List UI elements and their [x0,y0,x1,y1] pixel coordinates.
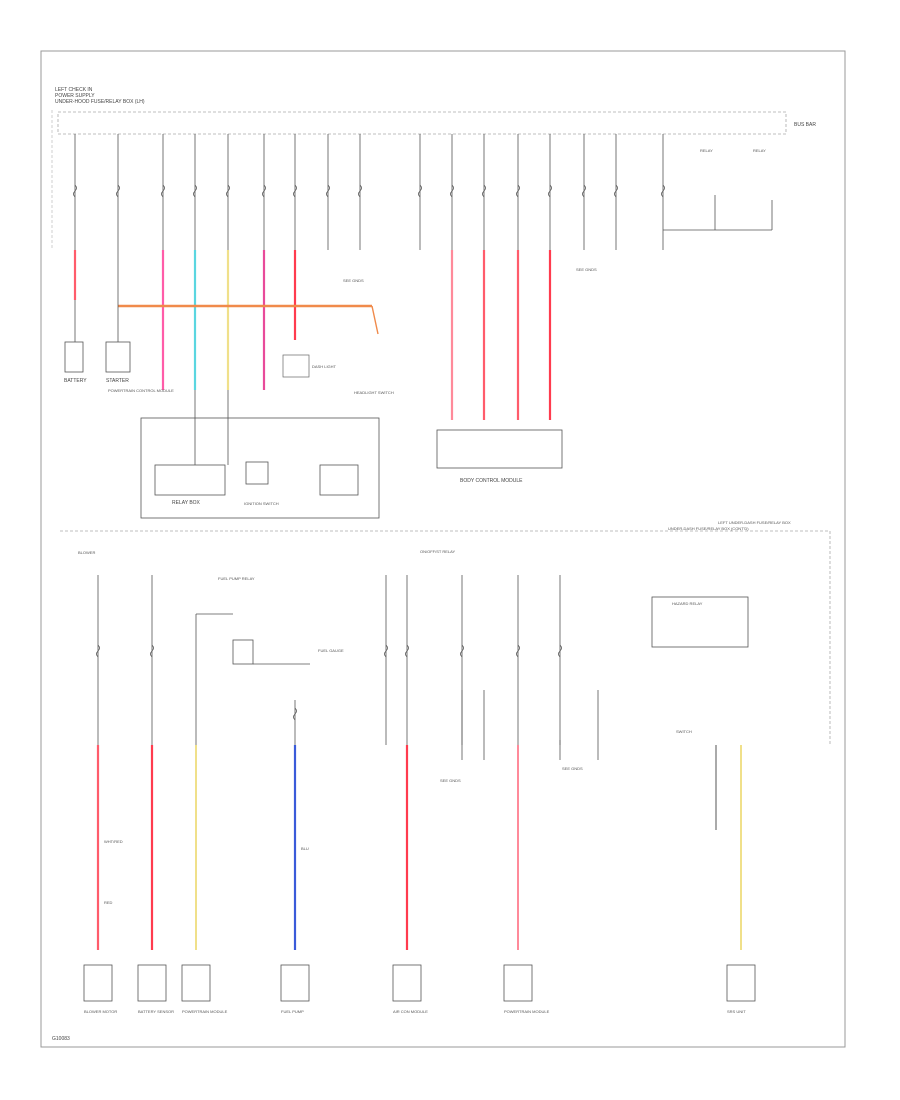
fuse-icon [226,184,230,198]
component-label: FUEL PUMP [281,1009,304,1014]
component-box [392,964,422,1002]
fuse-icon [161,184,165,198]
component-label: SRS UNIT [727,1009,746,1014]
component-box [503,964,533,1002]
component-box [280,964,310,1002]
header-line-3: UNDER-HOOD FUSE/RELAY BOX (LH) [55,99,145,105]
component-label: POWERTRAIN MODULE [182,1009,228,1014]
bus-label-top-right: BUS BAR [794,122,816,128]
wire-color-3: RED [104,900,113,905]
see-grounds-1: SEE GNDS [343,278,364,283]
battery: BATTERY [64,300,87,384]
fuse-icon [516,644,520,658]
dash-light-label: DASH LIGHT [312,364,337,369]
see-grounds-2: SEE GNDS [576,267,597,272]
body-control-module: BODY CONTROL MODULE [436,429,563,484]
header-line-2: POWER SUPPLY [55,93,95,99]
fuse-icon [358,184,362,198]
fuse-icon [614,184,618,198]
ignition-switch-label: IGNITION SWITCH [244,501,279,506]
headlight-switch-label: HEADLIGHT SWITCH [354,390,394,395]
fuse-icon [384,644,388,658]
top-harness [73,250,552,420]
lower-harness [96,745,742,950]
hazard-relay-label: HAZARD RELAY [672,601,703,606]
top-bus-box [57,111,787,135]
starter: STARTER POWERTRAIN CONTROL MODULE [105,250,174,393]
component-box [137,964,167,1002]
header-line-1: LEFT CHECK IN [55,87,93,93]
fuse-icon [482,184,486,198]
component-label: BLOWER MOTOR [84,1009,117,1014]
fuse-icon [516,184,520,198]
relay-box-label: RELAY BOX [172,500,201,506]
component-label: BATTERY SENSOR [138,1009,174,1014]
fuse-icon [96,644,100,658]
fuse-icon [326,184,330,198]
fuse-icon [293,184,297,198]
lower-fuse-feeds [96,575,599,760]
lower-left-title: BLOWER [78,550,95,555]
diagram-frame [40,50,846,1048]
relay-left-label: RELAY [700,148,713,153]
wire-color-1: WHT/RED [104,839,123,844]
fuse-icon [405,644,409,658]
fuse-icon [558,644,562,658]
battery-label: BATTERY [64,378,87,384]
component-label: AIR CON MODULE [393,1009,428,1014]
fuel-relay-box [232,639,254,665]
see-grounds-3: SEE GNDS [440,778,461,783]
fuse-icon [116,184,120,198]
gen-note: POWERTRAIN CONTROL MODULE [108,388,174,393]
fuse-icon [418,184,422,198]
see-grounds-4: SEE GNDS [562,766,583,771]
diode-switch-label: SWITCH [676,729,692,734]
component-box [726,964,756,1002]
lower-bus-label-2: UNDER-DASH FUSE/RELAY BOX (CONT'D) [668,526,749,531]
wire-color-2: BLU [301,846,309,851]
body-control-label: BODY CONTROL MODULE [460,478,523,484]
fuel-level-label: FUEL GAUGE [318,648,344,653]
component-label: POWERTRAIN MODULE [504,1009,550,1014]
relay-right-label: RELAY [753,148,766,153]
fuse-icon [262,184,266,198]
fuse-icon [582,184,586,198]
fuse-icon [293,707,297,721]
fuse-icon [150,644,154,658]
top-fuse-feeds [73,134,665,250]
dash-light-box [282,354,310,378]
relay-enclosure: RELAY BOX IGNITION SWITCH [140,390,380,519]
fuel-relay-label: FUEL PUMP RELAY [218,576,255,581]
fuse-icon [460,644,464,658]
hazard-relay: HAZARD RELAY [651,596,749,648]
fuse-icon [661,184,665,198]
starter-label: STARTER [106,378,129,384]
fuse-icon [548,184,552,198]
fuse-icon [73,184,77,198]
component-box [83,964,113,1002]
lower-bus-label-1: LEFT UNDER-DASH FUSE/RELAY BOX [718,520,791,525]
component-box [181,964,211,1002]
fuse-icon [450,184,454,198]
bottom-components: BLOWER MOTOR BATTERY SENSOR POWERTRAIN MOD… [83,964,756,1014]
footer-code: G10083 [52,1036,70,1042]
fuse-icon [193,184,197,198]
lower-mid-title: ON/OFF/ST RELAY [420,549,456,554]
